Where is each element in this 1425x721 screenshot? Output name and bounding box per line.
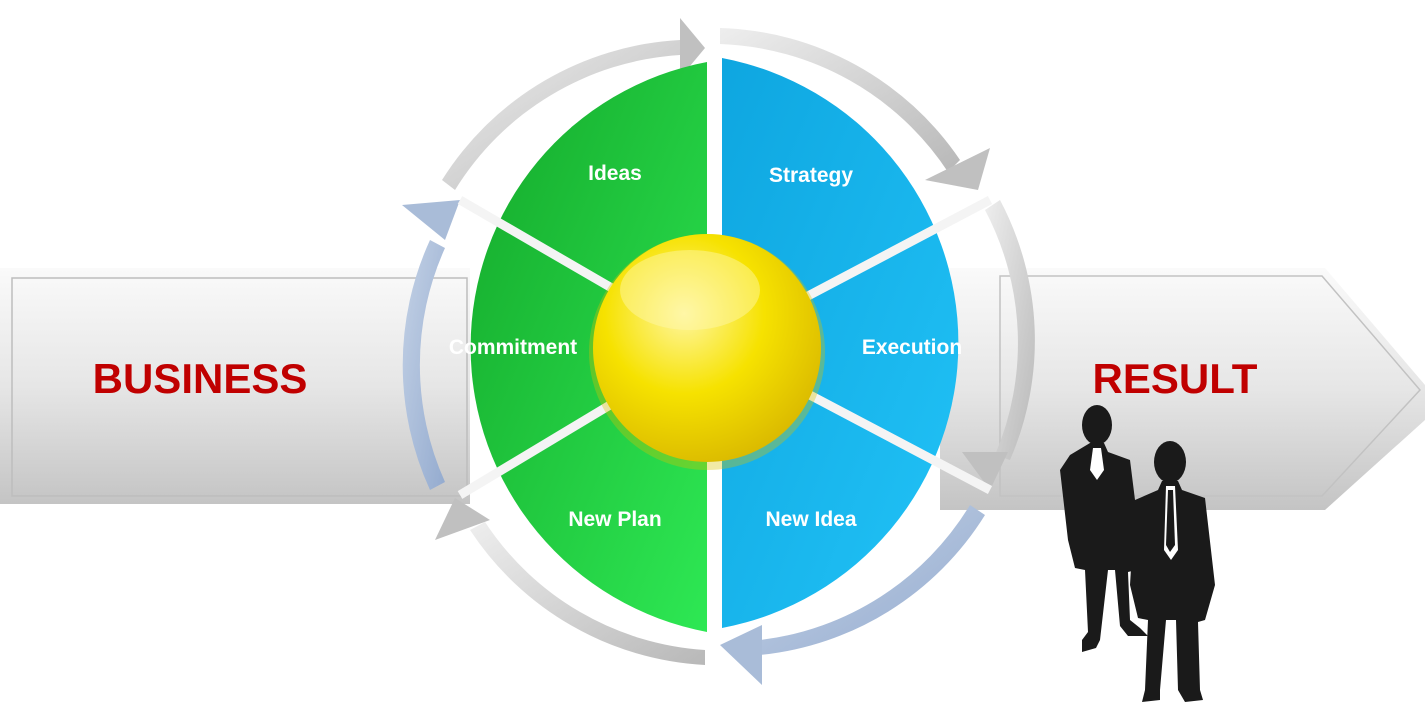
business-band-bg [0, 268, 470, 504]
arrow-head-top-left [680, 18, 705, 78]
segment-label-execution: Execution [862, 336, 962, 359]
arrow-head-top-right [925, 148, 990, 190]
center-sphere-highlight [620, 250, 760, 330]
arrow-arc-top-right [720, 28, 960, 172]
business-label: BUSINESS [93, 355, 308, 402]
arrow-head-bottom-left [435, 498, 490, 540]
businessman-right [1130, 441, 1215, 702]
green-wheel-half [470, 62, 707, 632]
segment-label-strategy: Strategy [769, 164, 853, 187]
center-sphere-circle [593, 234, 821, 462]
arrow-arc-top-left [442, 40, 680, 190]
cycle-arrows [402, 18, 1035, 685]
arrow-head-left [402, 200, 460, 240]
segment-label-commitment: Commitment [449, 336, 577, 359]
arrow-arc-right [985, 200, 1035, 460]
segment-label-ideas: Ideas [588, 162, 642, 185]
arrow-arc-bottom-right [760, 505, 985, 655]
center-sphere [589, 234, 825, 470]
arrow-arc-left [402, 240, 445, 490]
green-half [470, 62, 707, 632]
arrow-arc-bottom-left [470, 522, 705, 665]
result-label: RESULT [1093, 355, 1258, 402]
arrow-head-right [962, 452, 1008, 490]
result-arrow-bg [940, 268, 1425, 510]
segment-label-new-plan: New Plan [568, 508, 661, 531]
businessman-left [1060, 405, 1148, 652]
businessmen-silhouette-icon [1060, 405, 1215, 702]
segment-label-new-idea: New Idea [765, 508, 856, 531]
business-band [0, 268, 470, 504]
blue-wheel-half [722, 58, 959, 628]
business-band-border [11, 277, 468, 497]
blue-half [722, 58, 959, 628]
arrow-head-bottom-right [720, 625, 762, 685]
